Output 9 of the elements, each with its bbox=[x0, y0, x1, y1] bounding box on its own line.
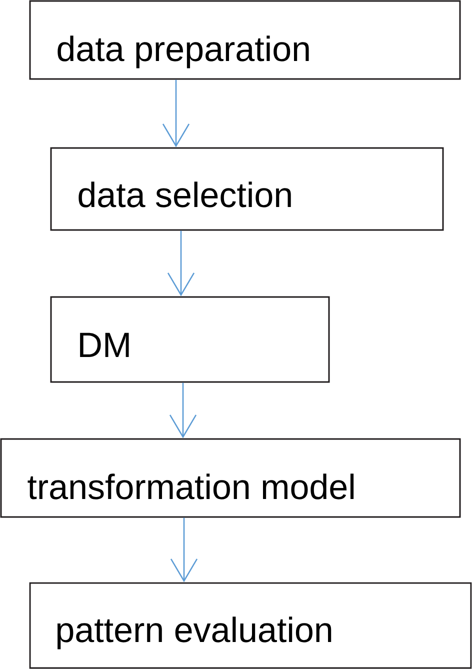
process-box: DM bbox=[50, 296, 330, 383]
arrow bbox=[167, 230, 195, 296]
arrow bbox=[169, 382, 197, 438]
process-box: transformation model bbox=[0, 438, 461, 518]
process-box: data selection bbox=[50, 147, 444, 231]
process-box: data preparation bbox=[29, 0, 461, 80]
arrow bbox=[170, 518, 198, 582]
arrow bbox=[162, 80, 190, 148]
process-box: pattern evaluation bbox=[29, 582, 472, 669]
